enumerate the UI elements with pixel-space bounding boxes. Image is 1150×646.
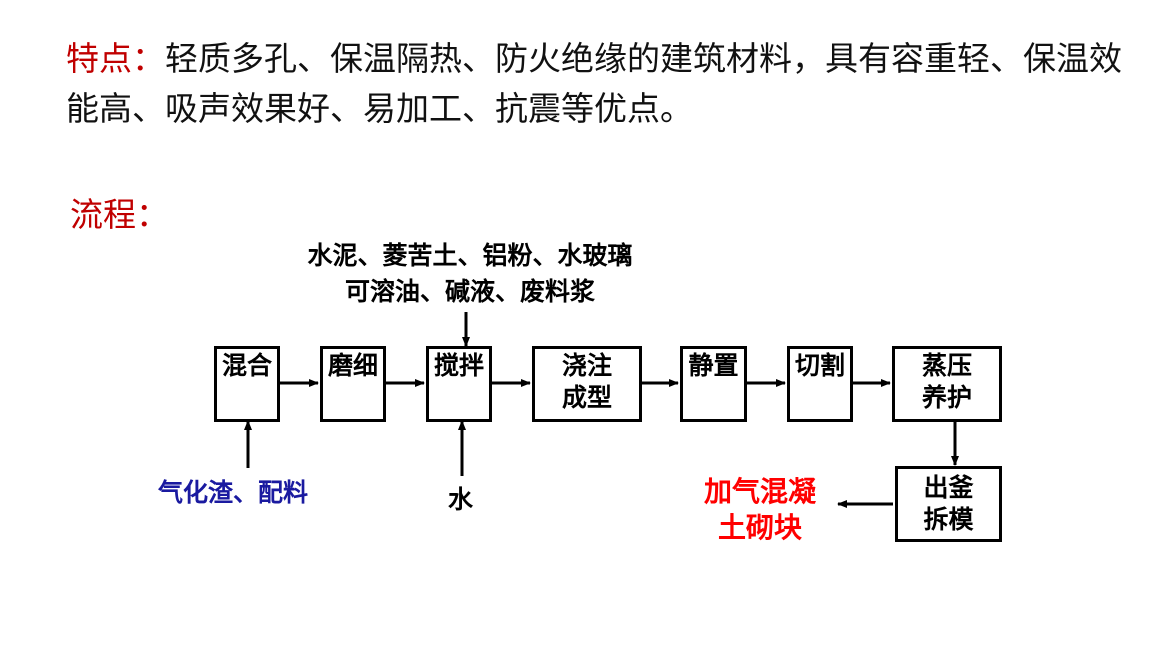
- step-stir-label: 搅拌: [433, 351, 484, 380]
- step-steam-box: 蒸压 养护: [892, 346, 1002, 422]
- step-cut-label: 切割: [794, 351, 845, 380]
- water-input-label: 水: [448, 485, 474, 514]
- left-input-label: 气化渣、配料: [158, 478, 309, 507]
- features-label: 特点：: [66, 39, 165, 78]
- step-steam-label-1: 蒸压: [921, 351, 972, 380]
- step-mix-box: 混合: [214, 346, 280, 422]
- step-unload-label-2: 拆模: [923, 505, 974, 534]
- step-pour-label-2: 成型: [561, 383, 612, 412]
- features-paragraph: 特点：轻质多孔、保温隔热、防火绝缘的建筑材料，具有容重轻、保温效能高、吸声效果好…: [66, 34, 1126, 134]
- top-inputs-line-1: 水泥、菱苦土、铝粉、水玻璃: [307, 241, 633, 270]
- step-rest-label: 静置: [688, 351, 739, 380]
- top-inputs-line-2: 可溶油、碱液、废料浆: [344, 277, 595, 306]
- step-pour-label-1: 浇注: [561, 351, 612, 380]
- product-label-line-2: 土砌块: [717, 511, 802, 544]
- step-grind-box: 磨细: [320, 346, 386, 422]
- step-stir-box: 搅拌: [426, 346, 492, 422]
- step-steam-label-2: 养护: [921, 383, 972, 412]
- step-grind-label: 磨细: [327, 351, 378, 380]
- top-inputs: 水泥、菱苦土、铝粉、水玻璃 可溶油、碱液、废料浆: [270, 240, 670, 308]
- features-text: 轻质多孔、保温隔热、防火绝缘的建筑材料，具有容重轻、保温效能高、吸声效果好、易加…: [66, 39, 1122, 128]
- step-unload-box: 出釜 拆模: [895, 466, 1002, 542]
- step-mix-label: 混合: [221, 351, 272, 380]
- step-rest-box: 静置: [680, 346, 747, 422]
- step-cut-box: 切割: [787, 346, 853, 422]
- flow-label: 流程：: [70, 195, 169, 234]
- step-unload-label-1: 出釜: [923, 473, 974, 502]
- product-label: 加气混凝 土砌块: [680, 474, 840, 546]
- step-pour-box: 浇注 成型: [532, 346, 642, 422]
- product-label-line-1: 加气混凝: [703, 475, 816, 508]
